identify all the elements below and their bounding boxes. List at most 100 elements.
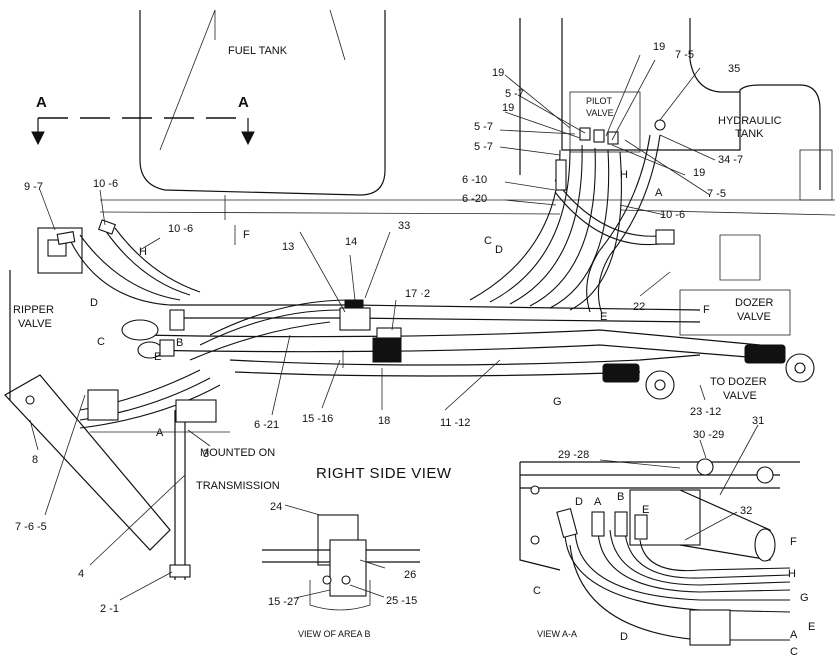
hose-letter: C <box>533 585 541 597</box>
hose-letter: D <box>495 244 503 256</box>
callout: 2 -1 <box>100 603 119 615</box>
callout: 7 -5 <box>675 49 694 61</box>
hose-letter: A <box>594 496 602 508</box>
callout: 15 -16 <box>302 413 333 425</box>
callout: 23 -12 <box>690 406 721 418</box>
hydraulic-tank-label-1: HYDRAULIC <box>718 115 782 127</box>
dozer-valve-label-2: VALVE <box>737 311 771 323</box>
hose-letter: B <box>617 491 624 503</box>
callout: 7 -5 <box>707 188 726 200</box>
view-aa-label: VIEW A-A <box>537 629 577 639</box>
callout: 29 -28 <box>558 449 589 461</box>
callout: 24 <box>270 501 282 513</box>
callout: 30 -29 <box>693 429 724 441</box>
hose-letter: C <box>790 646 798 658</box>
fuel-tank: FUEL TANK <box>99 9 561 245</box>
pilot-hoses <box>469 134 675 315</box>
callout: 14 <box>345 236 357 248</box>
callout: 19 <box>502 102 514 114</box>
pilot-valve-label-2: VALVE <box>586 108 614 118</box>
hose-letter: G <box>800 592 809 604</box>
view-aa: VIEW A-A <box>519 458 800 646</box>
callout: 10 -6 <box>168 223 193 235</box>
callout: 6 -10 <box>462 174 487 186</box>
to-dozer-valve-label-1: TO DOZER <box>710 376 767 388</box>
callout: 19 <box>693 167 705 179</box>
hose-letter: C <box>484 235 492 247</box>
hose-letter: D <box>90 297 98 309</box>
callout: 15 -27 <box>268 596 299 608</box>
callout: 6 -20 <box>462 193 487 205</box>
callout-numbers: 9 -7 10 -6 10 -6 13 14 33 17 ·2 19 19 19… <box>15 41 764 615</box>
hose-letter: E <box>808 621 815 633</box>
hose-letter: F <box>790 536 797 548</box>
pilot-valve-label-1: PILOT <box>586 96 613 106</box>
callout: 8 <box>32 454 38 466</box>
clamps <box>339 299 402 368</box>
callout: 19 <box>492 67 504 79</box>
hose-letter: E <box>642 504 649 516</box>
callout: 5 -7 <box>474 141 493 153</box>
callout: 9 -7 <box>24 181 43 193</box>
hose-letter: H <box>139 246 147 258</box>
callout: 5 -7 <box>505 88 524 100</box>
ripper-valve: RIPPER VALVE <box>9 227 83 400</box>
callout: 22 <box>633 301 645 313</box>
callout: 4 <box>78 568 84 580</box>
ripper-valve-label-1: RIPPER <box>13 304 54 316</box>
hydraulic-tank-label-2: TANK <box>735 128 764 140</box>
callout: 11 -12 <box>440 417 470 429</box>
callout: 31 <box>752 415 764 427</box>
mounted-label-1: MOUNTED ON <box>200 447 275 459</box>
callout: 5 -7 <box>474 121 493 133</box>
callout: 18 <box>378 415 390 427</box>
callout: 34 -7 <box>718 154 743 166</box>
hose-letter: E <box>600 311 607 323</box>
hose-letter: A <box>156 427 164 439</box>
callout: 33 <box>398 220 410 232</box>
callout: 13 <box>282 241 294 253</box>
mounted-label-2: TRANSMISSION <box>196 480 280 492</box>
hose-letter: B <box>176 337 183 349</box>
callout: 26 <box>404 569 416 581</box>
callout: 32 <box>740 505 752 517</box>
fuel-tank-label: FUEL TANK <box>228 45 288 57</box>
callout: 17 ·2 <box>405 288 430 300</box>
hose-letters: H D F B E C A H A D C E F G D A B E F C … <box>90 169 815 658</box>
mount-bracket <box>4 374 230 580</box>
hose-letter: F <box>243 229 250 241</box>
hose-letter: F <box>703 304 710 316</box>
page-title: RIGHT SIDE VIEW <box>316 465 452 482</box>
component-labels: RIGHT SIDE VIEW MOUNTED ON TRANSMISSION <box>196 447 452 492</box>
pilot-valve: PILOT VALVE <box>569 91 666 153</box>
leader-lines <box>29 54 759 601</box>
tube-bundle <box>79 299 761 429</box>
hose-letter: H <box>620 169 628 181</box>
hose-letter: E <box>154 351 161 363</box>
hose-letter: G <box>553 396 562 408</box>
hose-letter: A <box>790 629 798 641</box>
ripper-valve-label-2: VALVE <box>18 318 52 330</box>
callout: 25 -15 <box>386 595 417 607</box>
dozer-valve: DOZER VALVE TO DOZER VALVE <box>602 234 815 402</box>
callout: 6 -21 <box>254 419 279 431</box>
ripper-hoses <box>56 219 201 306</box>
hose-letter: H <box>788 568 796 580</box>
hose-letter: A <box>655 187 663 199</box>
hose-letter: C <box>97 336 105 348</box>
section-marker-right: A <box>238 94 249 111</box>
callout: 19 <box>653 41 665 53</box>
callout: 10 -6 <box>660 209 685 221</box>
callout: 7 -6 -5 <box>15 521 47 533</box>
view-area-b-label: VIEW OF AREA B <box>298 629 371 639</box>
hose-letter: D <box>575 496 583 508</box>
hose-letter: D <box>620 631 628 643</box>
callout: 35 <box>728 63 740 75</box>
callout: 10 -6 <box>93 178 118 190</box>
callout: 3 <box>203 448 209 460</box>
to-dozer-valve-label-2: VALVE <box>723 390 757 402</box>
view-area-b: VIEW OF AREA B <box>262 514 420 639</box>
section-marker-left: A <box>36 94 47 111</box>
section-marker: A A <box>31 94 255 146</box>
